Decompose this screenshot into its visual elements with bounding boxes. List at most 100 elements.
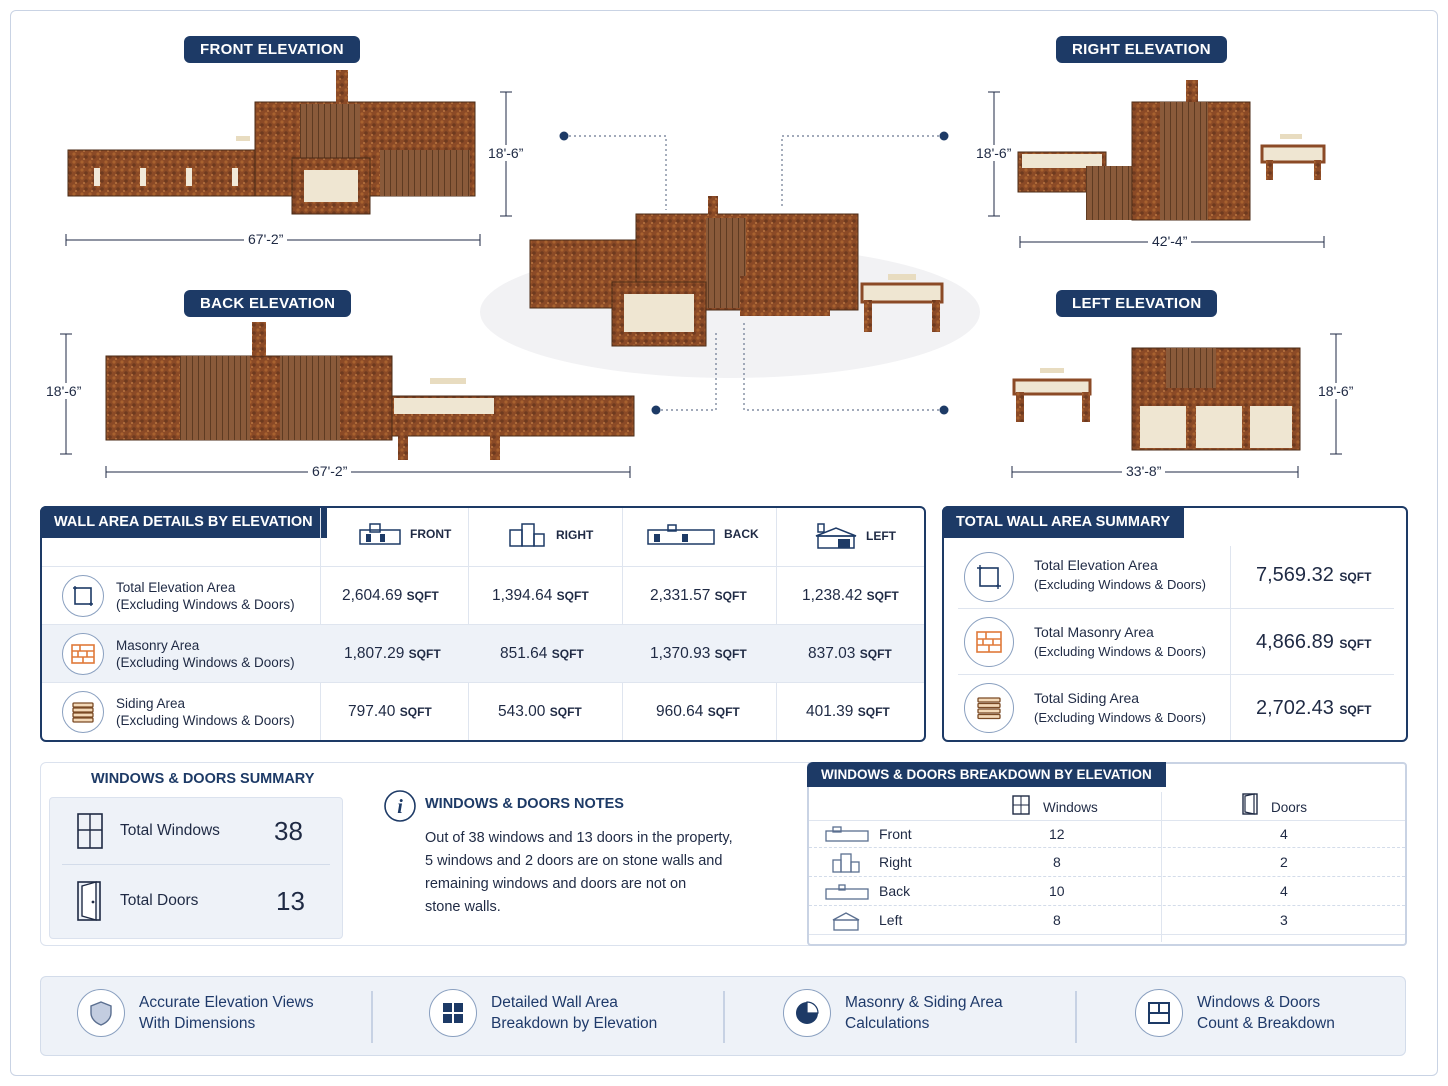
note-line: 5 windows and 2 doors are on stone walls… bbox=[425, 853, 723, 869]
total-row-siding: Total Siding Area(Excluding Windows & Do… bbox=[958, 674, 1394, 740]
window-icon bbox=[1012, 795, 1030, 815]
row-right-doors: 2 bbox=[1280, 854, 1288, 870]
front-height-dim: 18'-6” bbox=[484, 145, 528, 161]
value-front: 1,807.29 SQFT bbox=[344, 645, 441, 662]
feature-line2: Breakdown by Elevation bbox=[491, 1015, 658, 1032]
left-house-icon bbox=[815, 523, 857, 549]
wall-area-row-total: Total Elevation Area (Excluding Windows &… bbox=[42, 566, 924, 624]
back-width-dim: 67'-2” bbox=[308, 463, 352, 479]
row-front-label: Front bbox=[879, 826, 912, 842]
feature-line1: Masonry & Siding Area bbox=[845, 994, 1003, 1011]
front-width-dim: 67'-2” bbox=[244, 231, 288, 247]
feature-line1: Windows & Doors bbox=[1197, 994, 1321, 1011]
shield-icon bbox=[77, 989, 125, 1037]
value-back: 2,331.57 SQFT bbox=[650, 587, 747, 604]
area-icon bbox=[964, 552, 1014, 602]
left-house-icon bbox=[832, 912, 860, 931]
back-elevation-drawing bbox=[105, 322, 635, 460]
feature-line2: With Dimensions bbox=[139, 1015, 256, 1032]
window-icon bbox=[77, 813, 103, 849]
col-back: BACK bbox=[646, 522, 759, 546]
wd-summary-title: WINDOWS & DOORS SUMMARY bbox=[91, 771, 315, 787]
row-sub: (Excluding Windows & Doors) bbox=[116, 713, 295, 728]
col-back-label: BACK bbox=[724, 527, 759, 541]
right-elevation-drawing bbox=[1017, 80, 1326, 221]
row-left-label: Left bbox=[879, 912, 903, 928]
col-doors: Doors bbox=[1271, 800, 1308, 815]
value-right: 1,394.64 SQFT bbox=[492, 587, 589, 604]
left-elevation-title: LEFT ELEVATION bbox=[1056, 290, 1218, 317]
back-height-dim: 18'-6” bbox=[42, 383, 86, 399]
siding-icon bbox=[62, 691, 104, 733]
area-icon bbox=[62, 575, 104, 617]
total-summary-title: TOTAL WALL AREA SUMMARY bbox=[942, 506, 1185, 538]
wd-notes-title: WINDOWS & DOORS NOTES bbox=[425, 796, 624, 812]
col-front: FRONT bbox=[358, 522, 451, 546]
wall-area-title: WALL AREA DETAILS BY ELEVATION bbox=[40, 506, 327, 538]
dimension-lines bbox=[60, 91, 1342, 478]
siding-icon bbox=[964, 683, 1014, 733]
total-row-elevation: Total Elevation Area (Excluding Windows &… bbox=[958, 542, 1394, 608]
row-back-doors: 4 bbox=[1280, 883, 1288, 899]
row-front-doors: 4 bbox=[1280, 826, 1288, 842]
row-back-windows: 10 bbox=[1049, 883, 1065, 899]
value-front: 2,604.69 SQFT bbox=[342, 587, 439, 604]
row-right-label: Right bbox=[879, 854, 912, 870]
front-house-icon bbox=[359, 523, 401, 545]
grid-icon bbox=[429, 989, 477, 1037]
row-label: Siding Area bbox=[116, 696, 186, 711]
right-house-icon bbox=[832, 853, 860, 873]
value-left: 401.39 SQFT bbox=[806, 703, 890, 720]
total-label: Total Masonry Area bbox=[1034, 624, 1154, 640]
windows-doors-section: WINDOWS & DOORS SUMMARY Total Windows 38… bbox=[40, 762, 1407, 946]
feature-line1: Detailed Wall Area bbox=[491, 994, 618, 1011]
wd-breakdown-table: WINDOWS & DOORS BREAKDOWN BY ELEVATION W… bbox=[807, 762, 1407, 946]
elevation-drawings bbox=[60, 70, 1342, 478]
note-line: remaining windows and doors are not on bbox=[425, 876, 687, 892]
total-windows-value: 38 bbox=[274, 816, 303, 846]
col-windows: Windows bbox=[1043, 800, 1098, 815]
connector-lines bbox=[564, 135, 944, 411]
back-house-icon bbox=[825, 884, 869, 900]
value-back: 1,370.93 SQFT bbox=[650, 645, 747, 662]
right-elevation-title: RIGHT ELEVATION bbox=[1056, 36, 1227, 63]
total-value: 4,866.89 SQFT bbox=[1256, 631, 1372, 653]
total-sub: (Excluding Windows & Doors) bbox=[1034, 577, 1206, 592]
front-elevation-drawing bbox=[67, 70, 476, 215]
col-right: RIGHT bbox=[504, 522, 593, 548]
row-right-windows: 8 bbox=[1053, 854, 1061, 870]
total-sub: (Excluding Windows & Doors) bbox=[1034, 644, 1206, 659]
feature-line1: Accurate Elevation Views bbox=[139, 994, 314, 1011]
row-label: Total Elevation Area bbox=[116, 580, 236, 595]
window-icon bbox=[1135, 989, 1183, 1037]
brick-icon bbox=[62, 633, 104, 675]
svg-text:i: i bbox=[397, 796, 403, 818]
total-value: 7,569.32 SQFT bbox=[1256, 564, 1372, 586]
wd-notes-text: Out of 38 windows and 13 doors in the pr… bbox=[425, 827, 733, 919]
row-front-windows: 12 bbox=[1049, 826, 1065, 842]
total-summary-card: TOTAL WALL AREA SUMMARY Total Elevation … bbox=[942, 506, 1408, 742]
row-back-label: Back bbox=[879, 883, 911, 899]
row-sub: (Excluding Windows & Doors) bbox=[116, 597, 295, 612]
value-right: 851.64 SQFT bbox=[500, 645, 584, 662]
col-left-label: LEFT bbox=[866, 529, 896, 543]
right-height-dim: 18'-6” bbox=[972, 145, 1016, 161]
info-icon: i bbox=[384, 790, 416, 822]
value-back: 960.64 SQFT bbox=[656, 703, 740, 720]
back-house-icon bbox=[647, 524, 715, 545]
note-line: stone walls. bbox=[425, 899, 501, 915]
left-width-dim: 33'-8” bbox=[1122, 463, 1166, 479]
total-label: Total Siding Area bbox=[1034, 690, 1140, 706]
total-label: Total Elevation Area bbox=[1034, 557, 1158, 573]
front-house-icon bbox=[825, 826, 869, 842]
wd-summary-card: Total Windows 38 Total Doors 13 bbox=[49, 797, 343, 939]
wall-area-row-masonry: Masonry Area(Excluding Windows & Doors) … bbox=[42, 624, 924, 682]
value-left: 1,238.42 SQFT bbox=[802, 587, 899, 604]
front-elevation-title: FRONT ELEVATION bbox=[184, 36, 360, 63]
note-line: Out of 38 windows and 13 doors in the pr… bbox=[425, 830, 733, 846]
row-left-windows: 8 bbox=[1053, 912, 1061, 928]
